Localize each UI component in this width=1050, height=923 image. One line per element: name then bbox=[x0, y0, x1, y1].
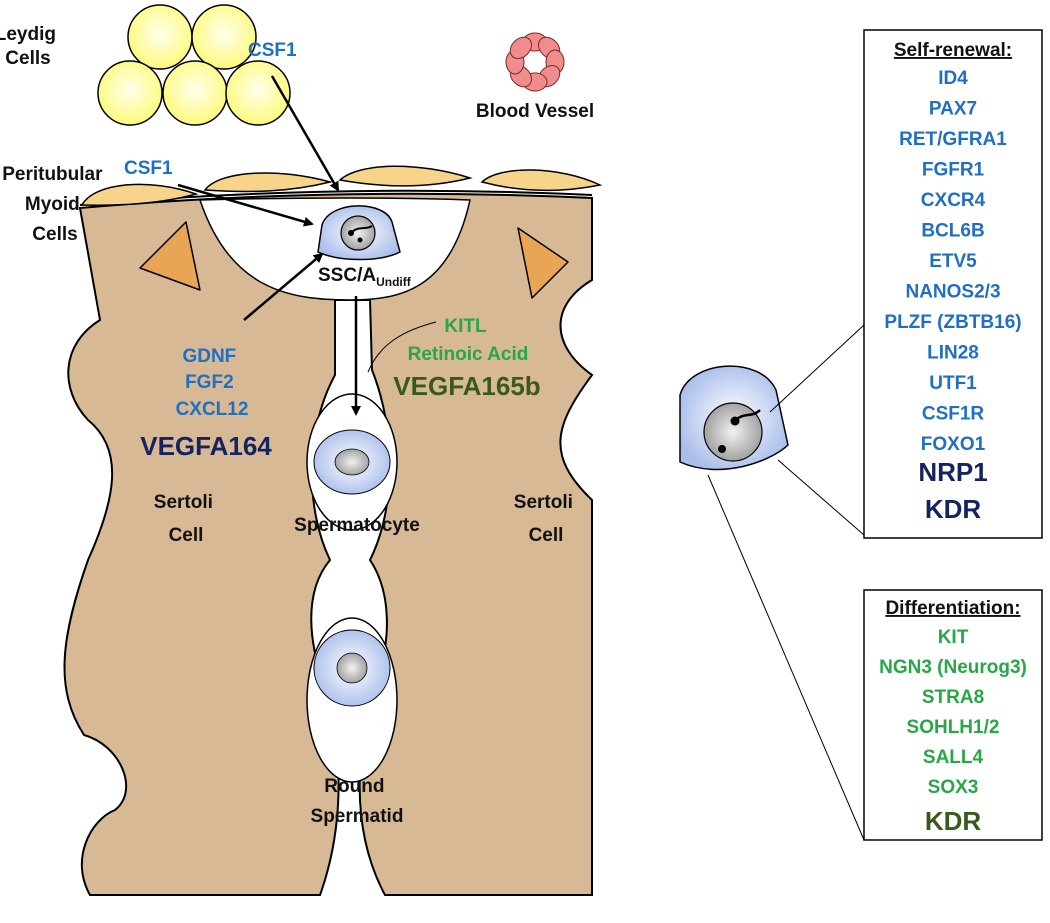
sertoli-right-factors: KITL Retinoic Acid bbox=[408, 316, 529, 365]
self-renewal-key-gene: KDR bbox=[925, 494, 982, 524]
arrow-csf1-leydig bbox=[270, 75, 340, 192]
differentiation-gene: SOX3 bbox=[928, 777, 979, 798]
round-spermatid-cell bbox=[313, 629, 391, 707]
enlarged-ssc-nucleus bbox=[703, 402, 763, 462]
ssc-label: SSC/AUndiff bbox=[318, 265, 412, 289]
kitl-connector bbox=[367, 321, 437, 373]
differentiation-key-gene: KDR bbox=[925, 806, 982, 836]
ssc-nucleus bbox=[340, 215, 376, 251]
vegfa164-label: VEGFA164 bbox=[140, 431, 272, 461]
differentiation-title: Differentiation: bbox=[885, 598, 1020, 619]
self-renewal-gene: ETV5 bbox=[929, 251, 977, 272]
differentiation-gene-list: KIT NGN3 (Neurog3) STRA8SOHLH1/2SALL4SOX3K… bbox=[879, 627, 1027, 836]
arrows bbox=[177, 75, 361, 416]
differentiation-gene: NGN3 (Neurog3) bbox=[879, 657, 1027, 678]
zoom-line-differentiation bbox=[707, 474, 865, 841]
ssc-cell bbox=[317, 205, 401, 261]
arrow-csf1-myoid bbox=[177, 183, 314, 227]
spermatocyte-cell bbox=[313, 429, 391, 495]
chromatoid-mark bbox=[351, 225, 373, 233]
self-renewal-key-gene: NRP1 bbox=[918, 457, 987, 487]
myoid-cell-2 bbox=[203, 172, 333, 193]
self-renewal-gene: PAX7 bbox=[929, 99, 977, 120]
leydig-label: Leydig Cells bbox=[0, 24, 61, 69]
sertoli-left-factors: GDNF FGF2 CXCL12 bbox=[176, 346, 249, 420]
differentiation-gene: SALL4 bbox=[923, 747, 984, 768]
zoom-line-upper bbox=[769, 324, 865, 413]
blood-vessel bbox=[505, 32, 565, 92]
zoom-line-self-renewal bbox=[777, 459, 865, 536]
round-spermatid-label: Round Spermatid bbox=[311, 776, 404, 827]
self-renewal-gene: FGFR1 bbox=[922, 160, 985, 181]
self-renewal-gene: ID4 bbox=[938, 68, 968, 89]
enlarged-ssc bbox=[679, 365, 789, 471]
spermatocyte-nucleus bbox=[334, 448, 370, 476]
blood-vessel-label: Blood Vessel bbox=[476, 101, 594, 122]
differentiation-gene: STRA8 bbox=[922, 687, 984, 708]
sertoli-nucleus-right bbox=[517, 227, 569, 299]
self-renewal-gene: LIN28 bbox=[927, 343, 979, 364]
leydig-cell bbox=[191, 4, 257, 70]
endothelial-cell bbox=[509, 36, 532, 59]
self-renewal-gene: CSF1R bbox=[922, 404, 985, 425]
self-renewal-gene: PLZF (ZBTB16) bbox=[884, 312, 1021, 333]
leydig-cell bbox=[162, 60, 228, 126]
spermatid-nucleus bbox=[336, 652, 368, 684]
sertoli-left-label: Sertoli Cell bbox=[154, 492, 218, 546]
differentiation-gene: KIT bbox=[938, 627, 969, 648]
self-renewal-gene: CXCR4 bbox=[921, 190, 986, 211]
myoid-cells bbox=[80, 165, 603, 206]
vegfa165b-label: VEGFA165b bbox=[393, 371, 540, 401]
self-renewal-panel: Self-renewal: ID4PAX7RET/GFRA1FGFR1CXCR4… bbox=[863, 29, 1043, 539]
self-renewal-gene: RET/GFRA1 bbox=[899, 129, 1007, 150]
leydig-cell bbox=[97, 60, 163, 126]
myoid-cell-1 bbox=[80, 183, 199, 206]
sertoli-nucleus-left bbox=[139, 221, 201, 291]
self-renewal-gene: FOXO1 bbox=[921, 434, 986, 455]
differentiation-gene: SOHLH1/2 bbox=[907, 717, 1000, 738]
leydig-cells bbox=[97, 4, 291, 126]
csf1-myoid-label: CSF1 bbox=[124, 158, 173, 179]
myoid-cell-4 bbox=[480, 169, 603, 192]
self-renewal-title: Self-renewal: bbox=[894, 40, 1012, 61]
self-renewal-gene: NANOS2/3 bbox=[905, 282, 1000, 303]
arrow-gdnf bbox=[243, 252, 324, 321]
differentiation-panel: Differentiation: KIT NGN3 (Neurog3) STRA8S… bbox=[863, 589, 1043, 841]
csf1-leydig-label: CSF1 bbox=[248, 40, 297, 61]
leydig-cell bbox=[127, 4, 193, 70]
spermatocyte-label: Spermatocyte bbox=[294, 515, 420, 536]
myoid-cell-3 bbox=[338, 165, 473, 187]
self-renewal-gene: UTF1 bbox=[929, 373, 977, 394]
sertoli-right-label: Sertoli Cell bbox=[514, 492, 578, 546]
self-renewal-gene: BCL6B bbox=[921, 221, 984, 242]
peritubular-label: Peritubular Myoid Cells bbox=[2, 164, 108, 245]
